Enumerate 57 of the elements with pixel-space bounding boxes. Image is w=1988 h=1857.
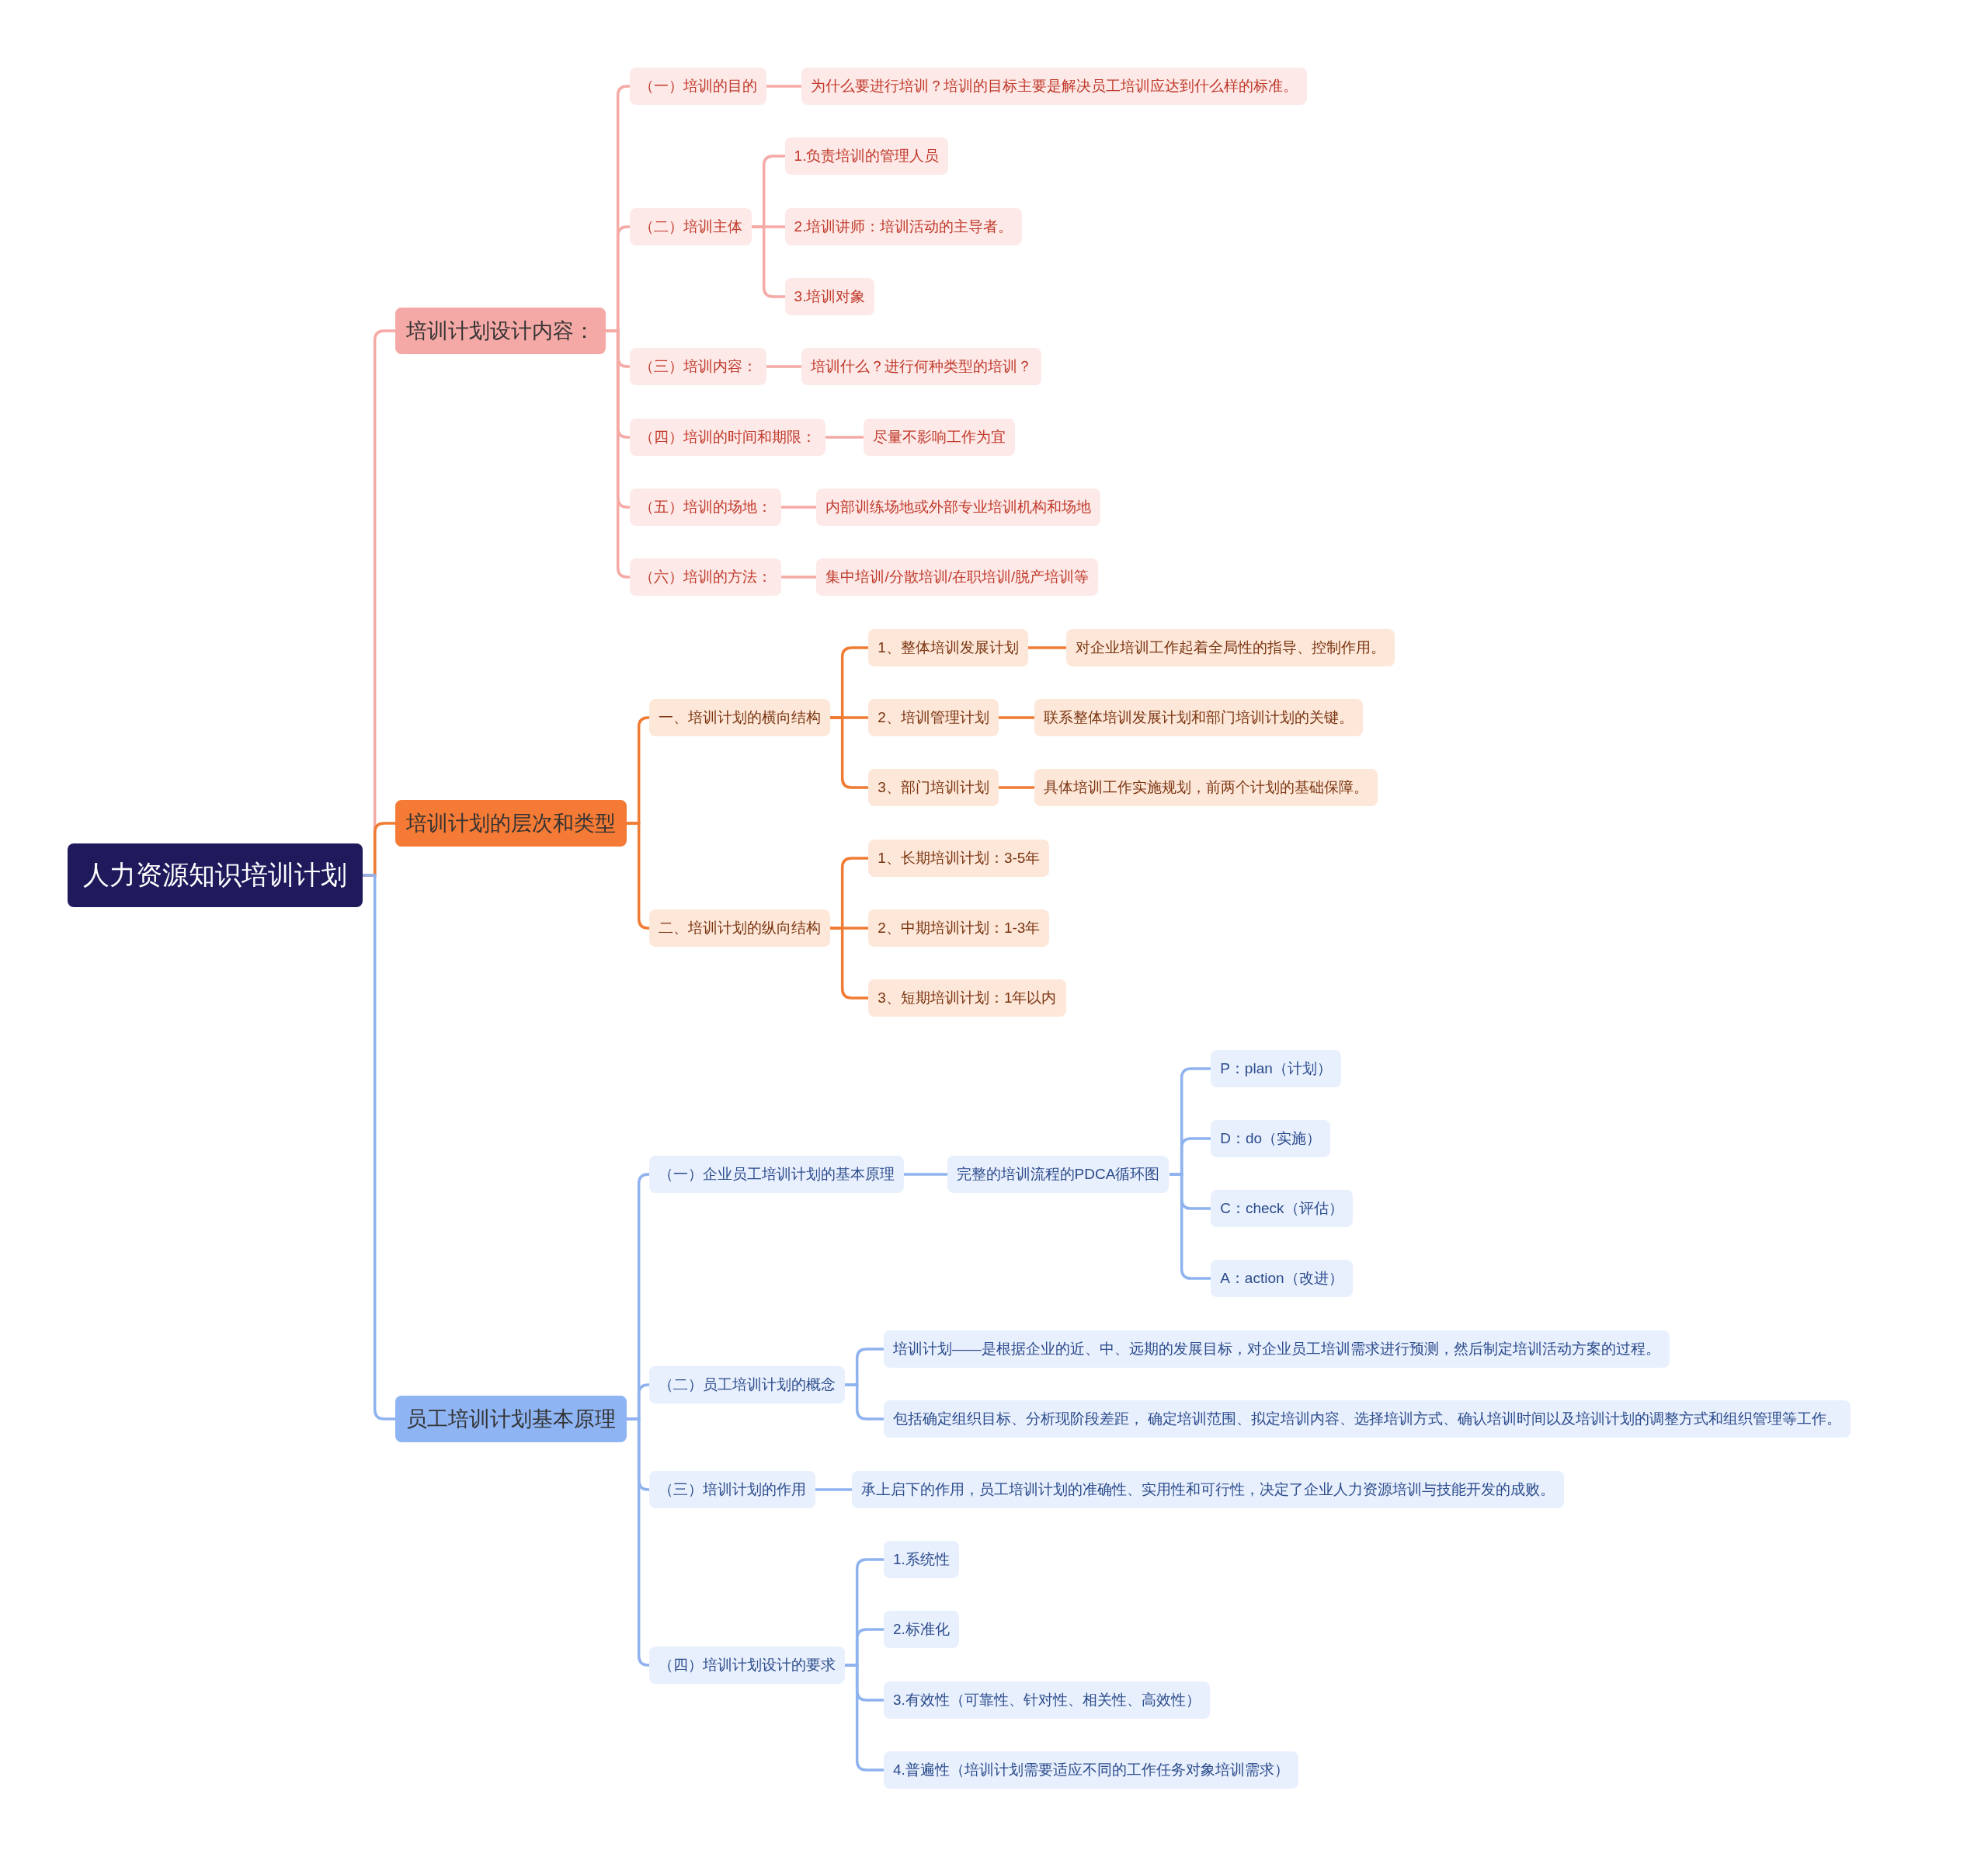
subtopic-box: 3、部门培训计划: [868, 768, 999, 806]
connector-line: [825, 436, 864, 439]
subtopic-box: （四）培训的时间和期限：: [630, 419, 826, 457]
connector-line: [766, 85, 801, 88]
subtopic-box: 3.培训对象: [784, 278, 875, 316]
root-topic-box: 人力资源知识培训计划: [67, 843, 363, 907]
subtopic-box: （一）培训的目的: [630, 68, 767, 105]
subtopic-box: （三）培训计划的作用: [648, 1471, 815, 1509]
subtopic-box: 4.普遍性（培训计划需要适应不同的工作任务对象培训需求）: [883, 1751, 1298, 1789]
subtopic-box: 3.有效性（可靠性、针对性、相关性、高效性）: [883, 1681, 1210, 1720]
subtopic-box: 1、整体培训发展计划: [868, 629, 1028, 667]
subtopic-box: 1.负责培训的管理人员: [784, 137, 949, 175]
connector-line: [627, 1417, 650, 1667]
subtopic-box: 完整的培训流程的PDCA循环图: [947, 1155, 1170, 1193]
connector-line: [999, 716, 1034, 719]
connector-line: [904, 1173, 947, 1176]
subtopic-box: A：action（改进）: [1211, 1259, 1353, 1297]
subtopic-box: 为什么要进行培训？培训的目标主要是解决员工培训应达到什么样的标准。: [801, 68, 1307, 105]
subtopic-box: （三）培训内容：: [630, 347, 767, 385]
connector-line: [766, 365, 801, 368]
subtopic-box: 承上启下的作用，员工培训计划的准确性、实用性和可行性，决定了企业人力资源培训与技能开发的成败。: [852, 1471, 1565, 1509]
subtopic-box: D：do（实施）: [1211, 1120, 1331, 1158]
subtopic-box: 内部训练场地或外部专业培训机构和场地: [816, 489, 1101, 527]
subtopic-box: （二）培训主体: [630, 208, 752, 246]
subtopic-box: 2、中期培训计划：1-3年: [868, 909, 1050, 948]
connector-line: [999, 786, 1034, 789]
subtopic-box: 包括确定组织目标、分析现阶段差距， 确定培训范围、拟定培训内容、选择培训方式、确认培训时间以及培训计划的调整方式和组织管理等工作。: [883, 1400, 1851, 1438]
connector-line: [627, 822, 650, 930]
subtopic-box: （五）培训的场地：: [630, 489, 782, 527]
subtopic-box: 对企业培训工作起着全局性的指导、控制作用。: [1066, 629, 1395, 667]
connector-line: [815, 1488, 852, 1491]
branch-topic-box: 培训计划的层次和类型: [395, 799, 627, 847]
subtopic-box: 联系整体培训发展计划和部门培训计划的关键。: [1034, 699, 1364, 737]
subtopic-box: C：check（评估）: [1211, 1189, 1353, 1227]
branch-topic-box: 培训计划设计内容：: [395, 308, 606, 355]
subtopic-box: 2.培训讲师：培训活动的主导者。: [784, 208, 1023, 246]
subtopic-box: 培训计划——是根据企业的近、中、远期的发展目标，对企业员工培训需求进行预测，然后制定培训活动方案的过程。: [883, 1330, 1670, 1368]
subtopic-box: 2、培训管理计划: [868, 699, 999, 737]
subtopic-box: 尽量不影响工作为宜: [863, 419, 1015, 457]
subtopic-box: 一、培训计划的横向结构: [648, 699, 830, 737]
connector-line: [1028, 646, 1066, 649]
subtopic-box: 具体培训工作实施规划，前两个计划的基础保障。: [1034, 768, 1378, 806]
subtopic-box: （二）员工培训计划的概念: [648, 1365, 845, 1403]
subtopic-box: P：plan（计划）: [1211, 1050, 1341, 1088]
connector-line: [781, 506, 816, 509]
subtopic-box: 集中培训/分散培训/在职培训/脱产培训等: [816, 558, 1099, 596]
connector-line: [781, 576, 816, 579]
subtopic-box: （一）企业员工培训计划的基本原理: [648, 1155, 904, 1193]
subtopic-box: （六）培训的方法：: [630, 558, 782, 596]
subtopic-box: 1、长期培训计划：3-5年: [868, 840, 1050, 878]
subtopic-box: 二、培训计划的纵向结构: [648, 909, 830, 948]
branch-topic-box: 员工培训计划基本原理: [395, 1395, 627, 1442]
subtopic-box: 3、短期培训计划：1年以内: [868, 979, 1066, 1017]
subtopic-box: 培训什么？进行何种类型的培训？: [801, 347, 1041, 385]
subtopic-box: （四）培训计划设计的要求: [648, 1646, 845, 1684]
subtopic-box: 2.标准化: [883, 1610, 959, 1648]
subtopic-box: 1.系统性: [883, 1541, 959, 1579]
